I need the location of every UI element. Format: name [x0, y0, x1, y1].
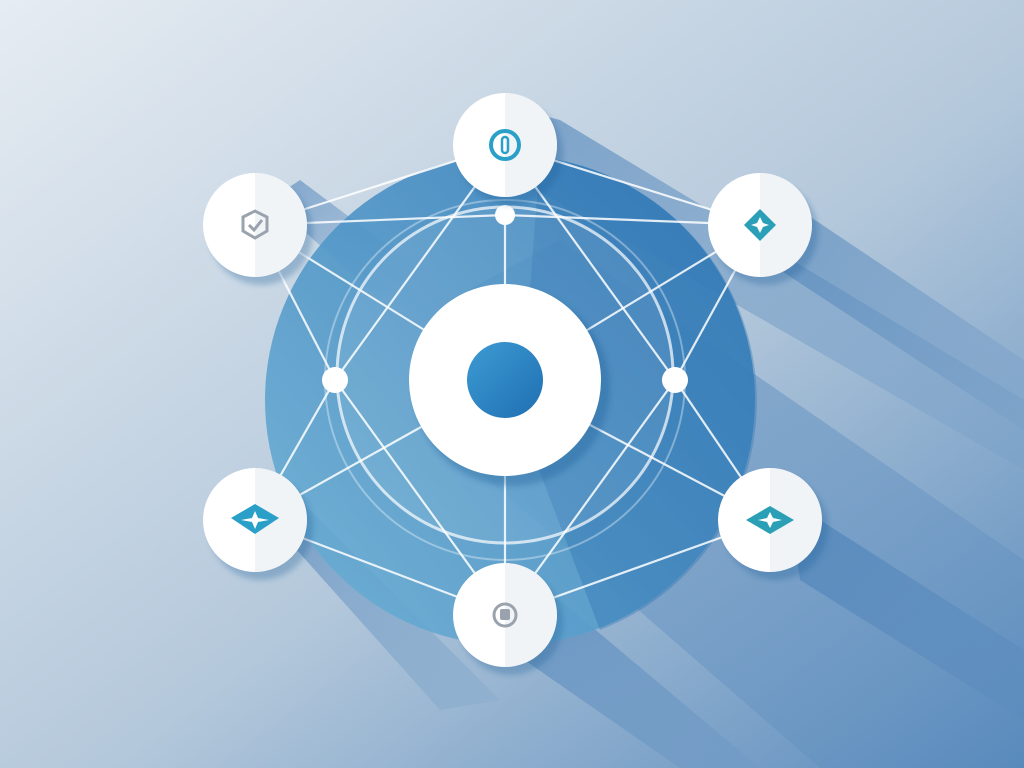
- node-top-right: [708, 173, 818, 285]
- node-half-shade: [770, 468, 822, 572]
- node-bottom-right: [718, 468, 828, 580]
- junction-dots: [322, 205, 688, 393]
- gear-icon: [492, 602, 518, 628]
- node-bottom: [453, 563, 563, 675]
- node-half-shade: [255, 468, 307, 572]
- badge-check-icon: [241, 209, 269, 240]
- node-half-shade: [760, 173, 812, 277]
- node-half-shade: [505, 563, 557, 667]
- node-top-left: [203, 173, 313, 285]
- node-top: [453, 93, 563, 205]
- node-half-shade: [505, 93, 557, 197]
- junction-dot-right: [662, 367, 688, 393]
- central-hub: [409, 284, 610, 486]
- junction-dot-top: [495, 205, 515, 225]
- star-diamond-icon: [744, 209, 776, 241]
- right-node-long-shadow: [770, 190, 1024, 430]
- power-ring-icon: [489, 129, 521, 161]
- bottom-node-long-shadow: [510, 600, 760, 768]
- node-half-shade: [255, 173, 307, 277]
- junction-dot-left: [322, 367, 348, 393]
- sparkle-diamond-icon: [746, 506, 794, 534]
- hub-center: [467, 342, 543, 418]
- bottom-right-long-shadow: [790, 510, 1024, 720]
- node-layer: [203, 93, 828, 675]
- sparkle-tag-icon: [231, 504, 279, 534]
- node-bottom-left: [203, 468, 313, 580]
